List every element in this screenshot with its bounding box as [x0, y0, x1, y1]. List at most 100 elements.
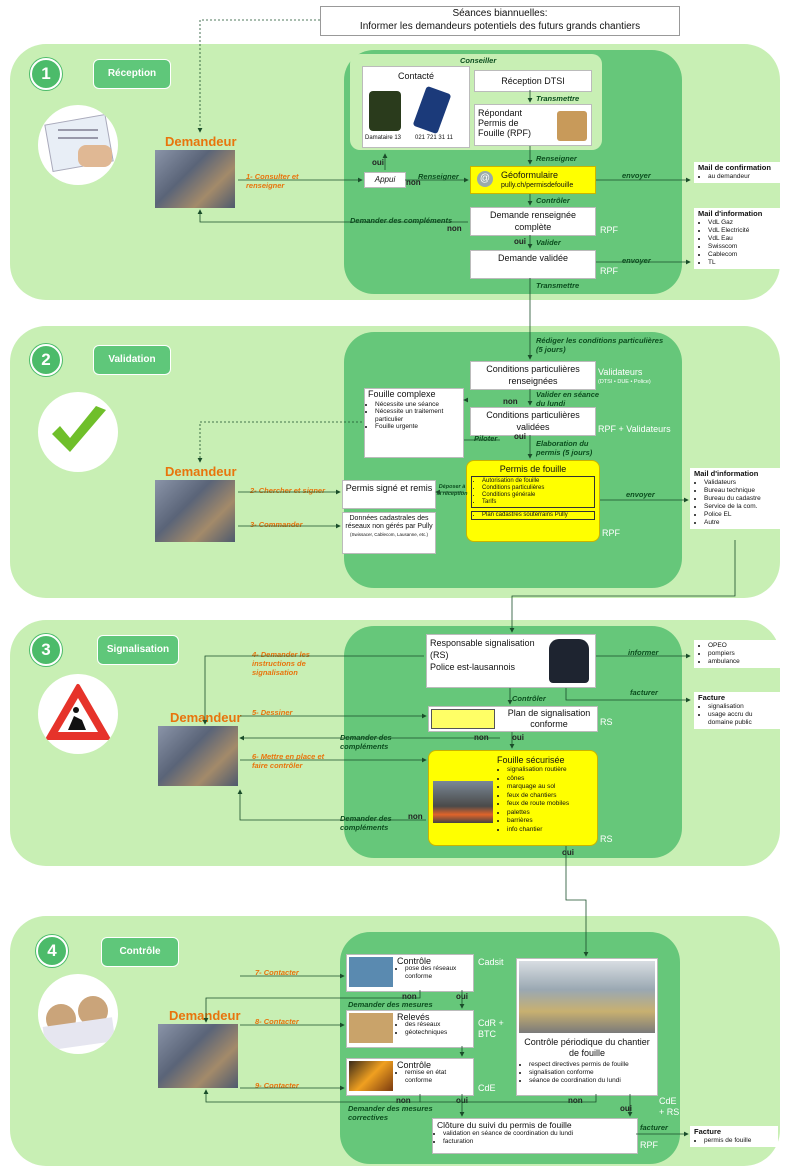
- oui-label-p3b: oui: [562, 848, 574, 857]
- mail-information-title-2: Mail d'information: [694, 469, 759, 478]
- top-note-line2: Informer les demandeurs potentiels des f…: [359, 21, 641, 32]
- demander-correctives-2: Demander des mesures correctives: [348, 1104, 433, 1122]
- donnees-cadastrales-sub: (Swissacer, Cablecom, Lausanne, etc.): [349, 532, 429, 537]
- cloture-box: Clôture du suivi du permis de fouille va…: [432, 1118, 638, 1154]
- non-label-p3a: non: [474, 733, 489, 742]
- permis-contents: Autorisation de fouille Conditions parti…: [471, 476, 595, 508]
- roadwork-illustration: [38, 674, 118, 754]
- worker-icon: [557, 111, 587, 141]
- rpf-label-p2a: RPF: [444, 446, 462, 456]
- rs-label-a: RS: [600, 717, 613, 727]
- mail-information-box-1: Mail d'information VdL Gaz VdL Electrici…: [694, 208, 782, 269]
- rediger-label: Rédiger les conditions particulières (5 …: [536, 336, 664, 354]
- mail-info-item: Service de la com.: [704, 503, 780, 511]
- periodique-item: respect directives permis de fouille: [529, 1061, 629, 1069]
- step-5-label: 5- Dessiner: [252, 708, 293, 717]
- controle1-title: Contrôle: [397, 956, 432, 966]
- geoformulaire-url[interactable]: pully.ch/permisdefouille: [501, 182, 574, 189]
- fouille-photo: [433, 781, 493, 823]
- rpf-label-p2b: RPF: [602, 528, 620, 538]
- geoformulaire-box[interactable]: @ Géoformulaire pully.ch/permisdefouille: [470, 166, 596, 194]
- cond-validees-box: Conditions particulières validées: [470, 407, 596, 436]
- phase-number-4: 4: [36, 935, 68, 967]
- mail-info-item: Bureau technique: [704, 487, 780, 495]
- step-4-label: 4- Demander les instructions de signalis…: [252, 650, 310, 677]
- fouille-item: feux de chantiers: [507, 792, 569, 801]
- renseigner-label-b: Renseigner: [418, 172, 459, 181]
- mail-confirmation-title: Mail de confirmation: [698, 163, 771, 172]
- reception-dtsi-box: Réception DTSI: [474, 70, 592, 92]
- renseigner-label-a: Renseigner: [536, 154, 577, 163]
- phase-title-reception: Réception: [93, 59, 171, 89]
- validateurs-label: Validateurs: [598, 367, 643, 377]
- demandeur-title-4: Demandeur: [169, 1008, 241, 1023]
- demander-complements-p3a: Demander des compléments: [340, 733, 392, 751]
- phase-number-2: 2: [30, 344, 62, 376]
- demande-renseignee-box: Demande renseignée complète: [470, 207, 596, 236]
- permis-signe-box: Permis signé et remis: [342, 480, 436, 509]
- mail-info-item: Police EL: [704, 511, 780, 519]
- oui-label-1: oui: [372, 158, 384, 167]
- controle2-title: Contrôle: [397, 1060, 432, 1070]
- rpf-box: Répondant Permis de Fouille (RPF): [474, 104, 592, 146]
- mail-info-item: Cablecom: [708, 251, 778, 259]
- cde-label: CdE: [478, 1083, 496, 1093]
- rpf-label-b: RPF: [600, 266, 618, 276]
- demandeur-title-2: Demandeur: [165, 464, 237, 479]
- rs-sub: Police est-lausannois: [430, 662, 516, 672]
- roadwork-sign-icon: [46, 684, 110, 740]
- mail-info-item: TL: [708, 259, 778, 267]
- non-label-2: non: [447, 224, 462, 233]
- fouille-item: feux de route mobiles: [507, 800, 569, 809]
- cde-rs-label: CdE + RS: [659, 1096, 680, 1117]
- facture-item: permis de fouille: [704, 1137, 774, 1145]
- mail-info-item: VdL Gaz: [708, 219, 778, 227]
- mail-info-item: VdL Electricité: [708, 227, 778, 235]
- permis-fouille-box: Permis de fouille Autorisation de fouill…: [466, 460, 600, 542]
- releves-box: Relevés des réseaux géotechniques: [346, 1010, 474, 1048]
- controle-illustration: [38, 974, 118, 1054]
- step-3-label: 3- Commander: [250, 520, 303, 529]
- fouille-complexe-title: Fouille complexe: [368, 389, 436, 399]
- envoyer-label-p2: envoyer: [626, 490, 655, 499]
- fouille-complexe-item: Fouille urgente: [375, 423, 463, 431]
- mail-information-box-2: Mail d'information Validateurs Bureau te…: [690, 468, 784, 529]
- demandeur-title-3: Demandeur: [170, 710, 242, 725]
- step-2-label: 2- Chercher et signer: [250, 486, 326, 495]
- fouille-item: signalisation routière: [507, 766, 569, 775]
- controle-periodique-box: Contrôle périodique du chantier de fouil…: [516, 958, 658, 1096]
- valider-label: Valider: [536, 238, 561, 247]
- releves-photo: [349, 1013, 393, 1043]
- controle1-item: pose des réseaux conforme: [405, 965, 473, 981]
- step-6-label: 6- Mettre en place et faire contrôler: [252, 752, 325, 770]
- controle2-item: remise en état conforme: [405, 1069, 473, 1085]
- controle2-photo: [349, 1061, 393, 1091]
- demande-validee-box: Demande validée: [470, 250, 596, 279]
- step-1-label: 1- Consulter et renseigner: [246, 172, 299, 190]
- releves-item: des réseaux: [405, 1021, 473, 1029]
- fouille-item: palettes: [507, 809, 569, 818]
- demander-complements-p3b: Demander des compléments: [340, 814, 392, 832]
- periodique-photo: [519, 961, 655, 1033]
- permis-fouille-title: Permis de fouille: [499, 464, 567, 474]
- donnees-cadastrales-label: Données cadastrales des réseaux non géré…: [345, 515, 433, 530]
- facture-box-p3: Facture signalisation usage accru du dom…: [694, 692, 780, 729]
- geoformulaire-label: Géoformulaire: [501, 170, 559, 180]
- permis-plan: Plan cadastres souterrains Pully: [482, 512, 594, 519]
- cloture-item: validation en séance de coordination du …: [443, 1130, 637, 1138]
- fouille-item: cônes: [507, 775, 569, 784]
- piloter-label: Piloter: [474, 434, 498, 443]
- informer-list: OPEO pompiers ambulance: [694, 640, 780, 668]
- permis-item: Tarifs: [482, 499, 594, 506]
- informer-label: informer: [628, 648, 659, 657]
- periodique-item: séance de coordination du lundi: [529, 1077, 629, 1085]
- non-label-p4c: non: [568, 1096, 583, 1105]
- cloture-title: Clôture du suivi du permis de fouille: [437, 1120, 572, 1130]
- facture-title-p3: Facture: [698, 693, 726, 702]
- informer-item: pompiers: [708, 650, 776, 658]
- mail-info-item: Validateurs: [704, 479, 780, 487]
- oui-label-p3a: oui: [512, 733, 524, 742]
- envoyer-label-2: envoyer: [622, 256, 651, 265]
- fouille-complexe-box: Fouille complexe Nécessite une séance Né…: [364, 388, 464, 458]
- demandeur-photo-3: [158, 726, 238, 786]
